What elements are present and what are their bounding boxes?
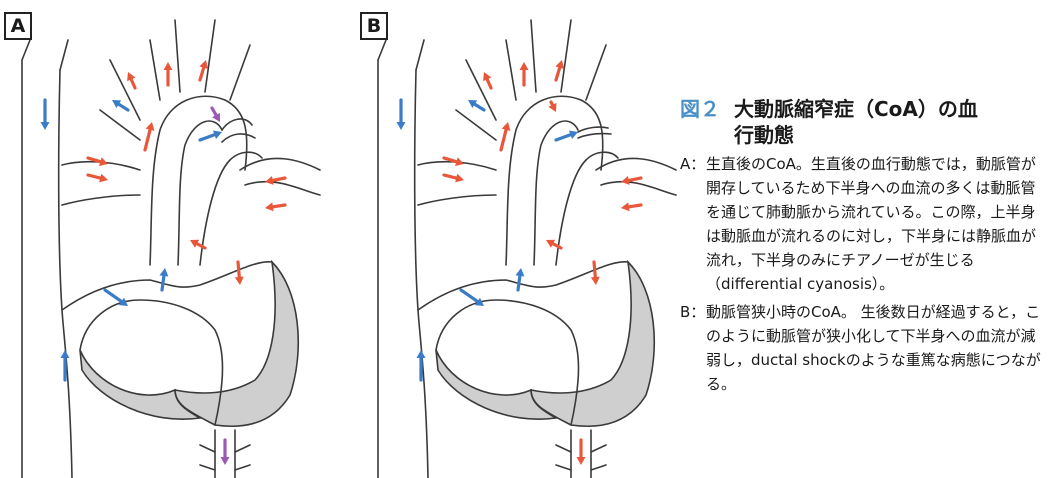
figure-caption: 図２ 大動脈縮窄症（CoA）の血行動態 A： 生直後のCoA。生直後の血行動態で…	[680, 96, 1050, 396]
atria-outline	[61, 261, 273, 311]
diagram-panel-b: B	[356, 0, 686, 478]
left-branches	[99, 59, 141, 141]
flow-arrow-svc	[396, 98, 406, 130]
caption-item-label: A：	[680, 155, 706, 173]
caption-item-label: B：	[680, 303, 706, 321]
flow-arrow-ra	[459, 288, 484, 306]
flow-arrow-branch-l	[468, 100, 486, 112]
vena-cava-right-wall	[413, 69, 429, 478]
ventricular-myocardium-right	[79, 349, 203, 420]
aorta-outer-wall	[149, 95, 248, 266]
atria-outline	[417, 261, 629, 311]
aorta-inner-wall	[177, 120, 223, 266]
flow-arrow-la	[190, 239, 207, 250]
flow-arrow-pv-l1	[442, 156, 464, 167]
flow-arrow-lv	[590, 260, 600, 285]
flow-arrow-svc	[40, 98, 50, 130]
flow-arrow-ductus	[548, 100, 557, 112]
pulmonary-branch-left	[417, 160, 497, 206]
pulmonary-artery-wall	[555, 151, 619, 266]
flow-arrow-pv-l1	[86, 156, 108, 167]
flow-arrow-pv-l2	[86, 173, 108, 183]
flow-arrow-ra	[103, 288, 128, 306]
flow-arrow-ivc	[416, 350, 426, 382]
flow-arrow-pa-duct	[554, 130, 578, 142]
caption-item-text: 動脈管狭小時のCoA。 生後数日が経過すると，このように動脈管が狭小化して下半身…	[706, 303, 1041, 393]
pulmonary-branch-right	[595, 157, 677, 196]
flow-arrow-pv-r2	[621, 202, 643, 212]
ventricle-septum	[79, 299, 224, 426]
flow-arrow-pv-l2	[442, 173, 464, 183]
pulmonary-artery-wall	[199, 151, 263, 266]
descending-branches	[555, 444, 607, 471]
flow-arrow-branch-3	[127, 72, 137, 90]
flow-arrow-branch-l	[112, 100, 130, 112]
figure-number: 図２	[680, 97, 720, 121]
flow-arrow-aorta-asc	[143, 122, 155, 152]
flow-arrow-pv-r1	[265, 176, 287, 185]
caption-heading: 図２ 大動脈縮窄症（CoA）の血行動態	[680, 96, 1050, 148]
ductus-arteriosus-narrow	[577, 126, 612, 139]
vena-cava-right-wall	[57, 69, 73, 478]
vena-cava-top	[377, 39, 425, 71]
flow-arrow-pa-in	[515, 268, 525, 292]
flow-arrow-branch-1	[519, 62, 529, 87]
aorta-outer-wall	[505, 95, 604, 266]
caption-item-a: A： 生直後のCoA。生直後の血行動態では，動脈管が開存しているため下半身への血…	[680, 152, 1050, 296]
flow-arrow-branch-3	[483, 72, 493, 90]
ventricular-myocardium-right	[435, 349, 559, 420]
flow-arrow-pv-r1	[621, 176, 643, 185]
flow-arrow-pa-duct	[198, 130, 222, 142]
pulmonary-branch-left	[61, 160, 141, 206]
figure-title: 大動脈縮窄症（CoA）の血行動態	[734, 97, 978, 147]
flow-arrow-ivc	[60, 350, 70, 382]
flow-arrow-branch-1	[163, 62, 173, 87]
descending-branches	[199, 444, 251, 471]
aorta-inner-wall	[533, 120, 579, 266]
heart-diagram-b	[377, 19, 677, 478]
flow-arrow-descending	[220, 438, 230, 465]
flow-arrow-branch-2	[554, 60, 565, 82]
diagram-panel-a: A	[0, 0, 330, 478]
caption-item-text: 生直後のCoA。生直後の血行動態では，動脈管が開存しているため下半身への血流の多…	[706, 155, 1037, 293]
pulmonary-branch-right	[239, 157, 321, 196]
flow-arrow-pa-in	[159, 268, 169, 292]
vena-cava-top	[21, 39, 69, 71]
flow-arrow-lv	[234, 260, 244, 285]
heart-diagram-a	[21, 19, 321, 478]
left-branches	[455, 59, 497, 141]
arch-branches	[149, 19, 251, 101]
flow-arrow-la	[546, 239, 563, 250]
caption-item-b: B： 動脈管狭小時のCoA。 生後数日が経過すると，このように動脈管が狭小化して…	[680, 300, 1050, 396]
flow-arrow-pv-r2	[265, 202, 287, 212]
flow-arrow-aorta-asc	[499, 122, 511, 152]
ventricle-septum	[435, 299, 580, 426]
flow-arrow-ductus	[210, 106, 220, 122]
arch-branches	[505, 19, 607, 101]
panel-label-b: B	[360, 12, 388, 40]
flow-arrow-branch-2	[198, 60, 209, 82]
ductus-arteriosus-open	[221, 118, 256, 143]
flow-arrow-descending	[576, 438, 586, 465]
panel-label-a: A	[4, 12, 32, 40]
